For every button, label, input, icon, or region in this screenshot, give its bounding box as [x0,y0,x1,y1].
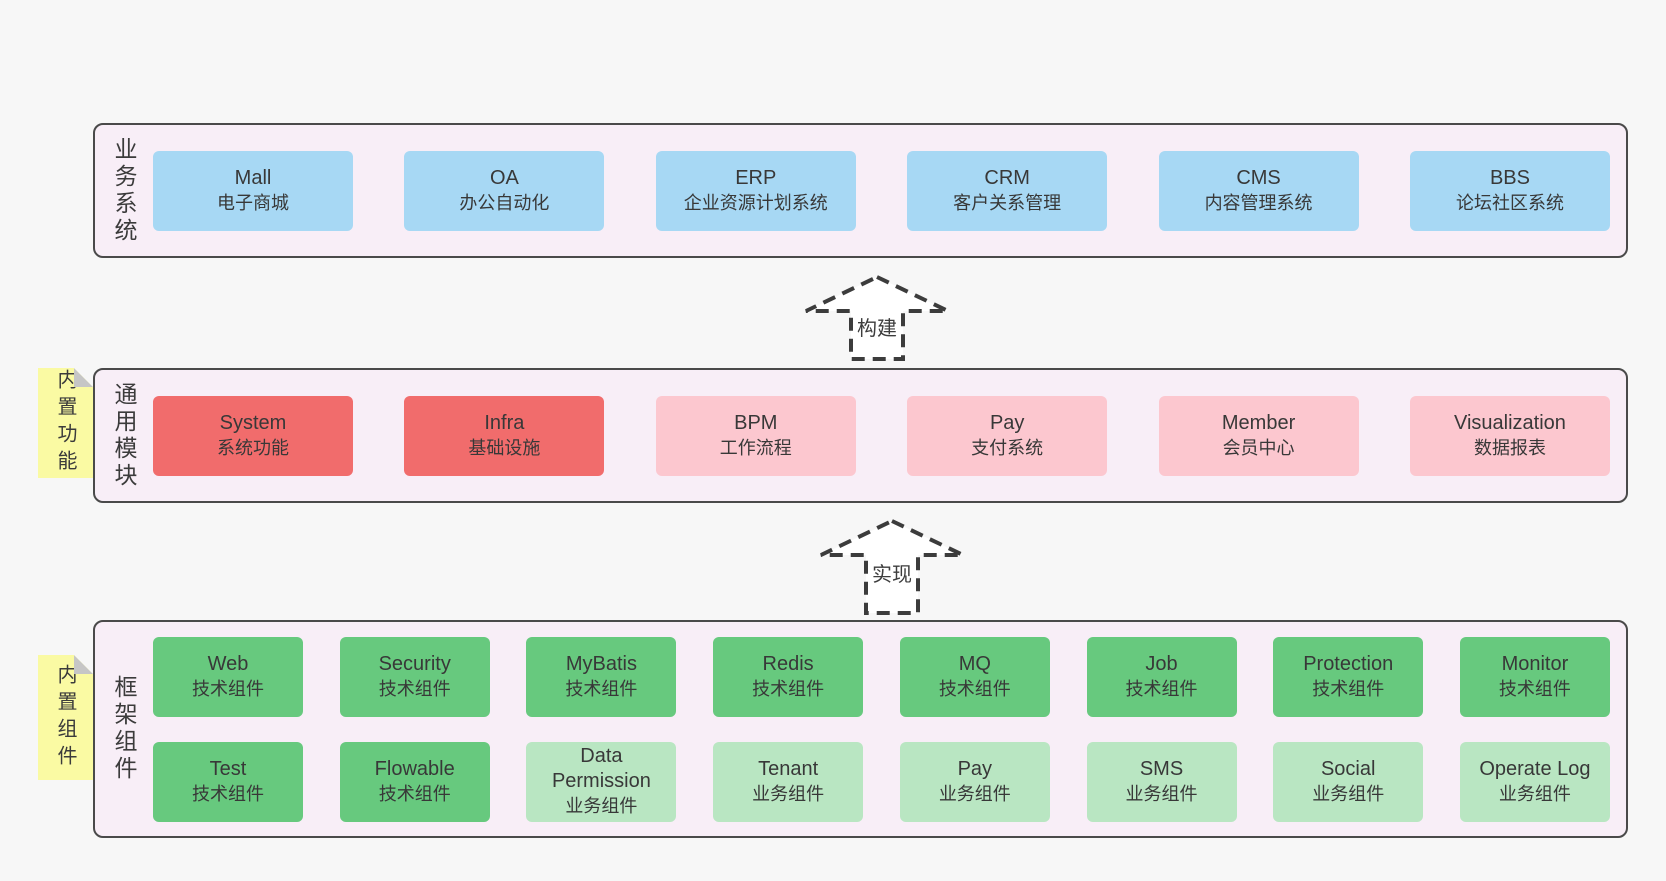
box-erp: ERP 企业资源计划系统 [655,150,856,231]
box-data-permission: Data Permission 业务组件 [526,741,677,822]
box-job: Job 技术组件 [1086,636,1237,717]
section-label-column: 通用模块 [95,370,153,501]
section-label-column: 业务系统 [95,125,153,256]
box-flowable: Flowable 技术组件 [339,741,490,822]
box-mq: MQ 技术组件 [899,636,1050,717]
box-mybatis: MyBatis 技术组件 [526,636,677,717]
sticky-tag-label: 内置功能 [54,369,76,477]
box-mall: Mall 电子商城 [153,150,353,231]
arrow-build-label: 构建 [854,312,900,341]
business-boxes-row: Mall 电子商城 OA 办公自动化 ERP 企业资源计划系统 CRM 客户关系… [153,125,1626,256]
section-title-common-modules: 通用模块 [111,381,137,490]
box-pay-business: Pay 业务组件 [899,741,1050,822]
sticky-tag-built-in-components: 内置组件 [38,655,93,780]
section-title-framework-components: 框架组件 [111,675,137,783]
modules-boxes-row: System 系统功能 Infra 基础设施 BPM 工作流程 Pay 支付系统… [153,370,1626,501]
sticky-tag-label: 内置组件 [54,663,76,772]
box-security: Security 技术组件 [339,636,490,717]
folded-corner-icon [74,655,93,674]
box-test: Test 技术组件 [153,741,303,822]
section-common-modules: 通用模块 System 系统功能 Infra 基础设施 BPM 工作流程 Pay… [93,368,1628,503]
box-web: Web 技术组件 [153,636,303,717]
section-label-column: 框架组件 [95,622,153,836]
box-cms: CMS 内容管理系统 [1158,150,1359,231]
box-visualization: Visualization 数据报表 [1409,395,1610,476]
box-pay: Pay 支付系统 [907,395,1108,476]
sticky-tag-built-in-features: 内置功能 [38,368,93,478]
arrow-up-implement: 实现 [817,518,967,616]
box-protection: Protection 技术组件 [1273,636,1424,717]
box-operate-log: Operate Log 业务组件 [1459,741,1610,822]
box-redis: Redis 技术组件 [713,636,864,717]
box-tenant: Tenant 业务组件 [713,741,864,822]
box-member: Member 会员中心 [1158,395,1359,476]
box-infra: Infra 基础设施 [404,395,605,476]
folded-corner-icon [74,368,93,387]
box-oa: OA 办公自动化 [404,150,605,231]
section-framework-components: 框架组件 Web 技术组件 Security 技术组件 MyBatis 技术组件… [93,620,1628,838]
box-social: Social 业务组件 [1273,741,1424,822]
section-title-business-systems: 业务系统 [111,136,137,245]
box-bbs: BBS 论坛社区系统 [1409,150,1610,231]
arrow-up-build: 构建 [802,274,952,362]
box-system: System 系统功能 [153,395,353,476]
arrow-implement-label: 实现 [869,558,915,587]
box-monitor: Monitor 技术组件 [1459,636,1610,717]
components-row-1: Web 技术组件 Security 技术组件 MyBatis 技术组件 Redi… [153,636,1610,717]
components-rows: Web 技术组件 Security 技术组件 MyBatis 技术组件 Redi… [153,622,1626,836]
components-row-2: Test 技术组件 Flowable 技术组件 Data Permission … [153,741,1610,822]
box-bpm: BPM 工作流程 [655,395,856,476]
box-sms: SMS 业务组件 [1086,741,1237,822]
section-business-systems: 业务系统 Mall 电子商城 OA 办公自动化 ERP 企业资源计划系统 CRM… [93,123,1628,258]
box-crm: CRM 客户关系管理 [907,150,1108,231]
